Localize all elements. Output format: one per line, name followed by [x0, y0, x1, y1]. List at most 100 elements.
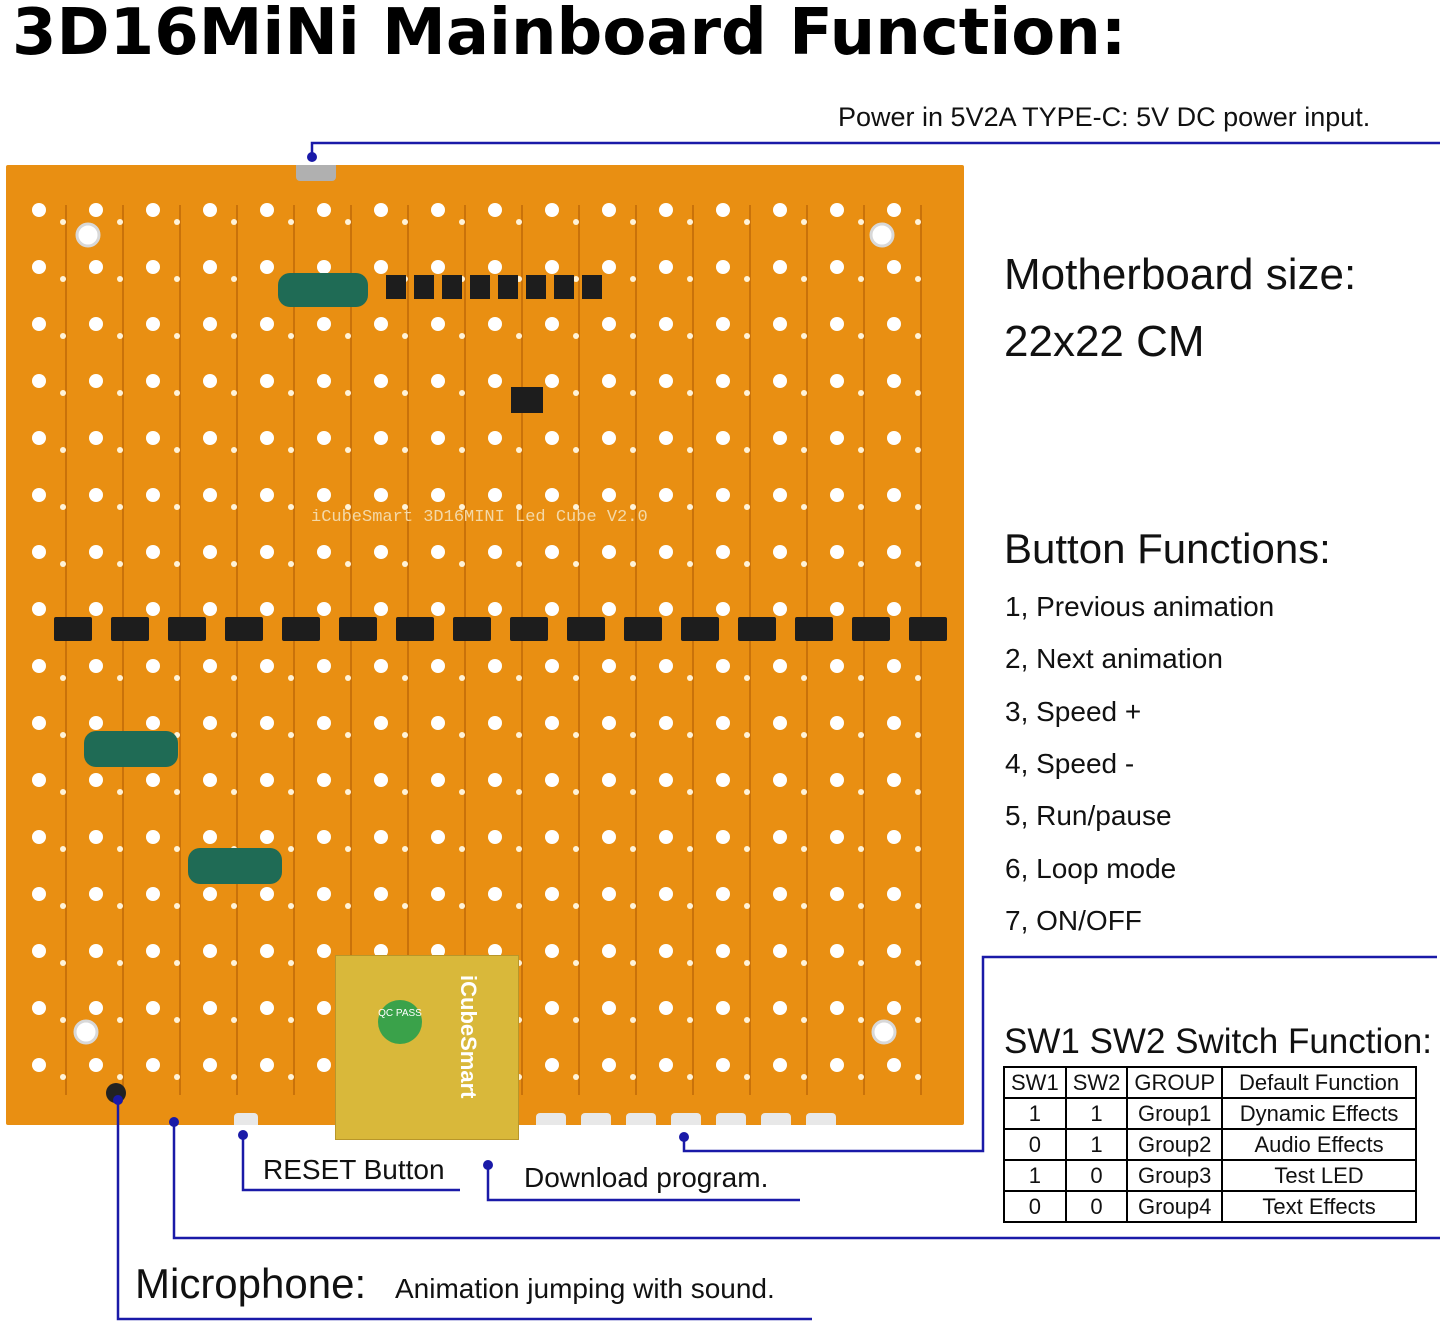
- pcb-via: [744, 675, 750, 681]
- pcb-hole: [317, 830, 331, 844]
- pcb-hole: [89, 260, 103, 274]
- pcb-hole: [488, 716, 502, 730]
- pcb-hole: [545, 1001, 559, 1015]
- pcb-hole: [260, 374, 274, 388]
- pcb-via: [459, 504, 465, 510]
- pcb-via: [117, 846, 123, 852]
- shift-chip: [526, 275, 546, 299]
- pcb-via: [516, 219, 522, 225]
- pcb-hole: [203, 374, 217, 388]
- pcb-via: [573, 1074, 579, 1080]
- pcb-hole: [317, 545, 331, 559]
- push-button: [626, 1113, 656, 1125]
- usb-c-connector: [296, 165, 336, 181]
- pcb-via: [402, 732, 408, 738]
- pcb-hole: [146, 830, 160, 844]
- table-cell: 0: [1003, 1128, 1067, 1161]
- pcb-via: [288, 675, 294, 681]
- pcb-via: [117, 561, 123, 567]
- button-function-item: 5, Run/pause: [1005, 800, 1172, 831]
- pcb-hole: [488, 545, 502, 559]
- pcb-via: [687, 732, 693, 738]
- pcb-hole: [260, 773, 274, 787]
- pcb-hole: [431, 830, 445, 844]
- pcb-via: [117, 1017, 123, 1023]
- pcb-hole: [89, 887, 103, 901]
- pcb-hole: [317, 431, 331, 445]
- pcb-via: [687, 789, 693, 795]
- pcb-hole: [32, 260, 46, 274]
- pcb-hole: [830, 317, 844, 331]
- pcb-via: [60, 732, 66, 738]
- pcb-hole: [374, 545, 388, 559]
- pcb-hole: [260, 488, 274, 502]
- pcb-via: [687, 390, 693, 396]
- pcb-hole: [146, 260, 160, 274]
- driver-chip: [510, 617, 548, 641]
- pcb-hole: [887, 488, 901, 502]
- pcb-hole: [203, 431, 217, 445]
- pcb-hole: [830, 773, 844, 787]
- pcb-via: [687, 846, 693, 852]
- pcb-via: [117, 960, 123, 966]
- driver-chip: [738, 617, 776, 641]
- pcb-hole: [260, 659, 274, 673]
- pcb-hole: [32, 431, 46, 445]
- pcb-hole: [545, 1058, 559, 1072]
- pcb-hole: [488, 830, 502, 844]
- pcb-via: [858, 903, 864, 909]
- button-function-item: 7, ON/OFF: [1005, 905, 1142, 936]
- mounting-hole: [75, 222, 101, 248]
- board-size-value: 22x22 CM: [1004, 317, 1205, 366]
- driver-chip: [54, 617, 92, 641]
- pcb-via: [687, 504, 693, 510]
- pcb-hole: [488, 944, 502, 958]
- microphone-label: Microphone:: [135, 1260, 367, 1307]
- switch-function-table: SW1 SW2 GROUP Default Function 1 1 Group…: [1003, 1066, 1418, 1223]
- table-cell: Audio Effects: [1221, 1128, 1418, 1161]
- pcb-hole: [887, 716, 901, 730]
- pcb-hole: [659, 203, 673, 217]
- pcb-hole: [773, 887, 787, 901]
- pcb-via: [60, 390, 66, 396]
- pcb-hole: [773, 944, 787, 958]
- pcb-hole: [773, 488, 787, 502]
- pcb-via: [744, 390, 750, 396]
- pcb-hole: [317, 260, 331, 274]
- pcb-hole: [716, 260, 730, 274]
- pcb-via: [630, 675, 636, 681]
- push-button: [806, 1113, 836, 1125]
- pcb-via: [402, 561, 408, 567]
- pcb-hole: [374, 488, 388, 502]
- pcb-via: [231, 1017, 237, 1023]
- pcb-hole: [602, 602, 616, 616]
- pcb-hole: [89, 203, 103, 217]
- pcb-via: [516, 447, 522, 453]
- pcb-via: [60, 561, 66, 567]
- pcb-via: [573, 504, 579, 510]
- pcb-hole: [32, 944, 46, 958]
- button-function-item: 2, Next animation: [1005, 643, 1223, 674]
- pcb-via: [801, 675, 807, 681]
- pcb-via: [459, 333, 465, 339]
- pcb-via: [231, 504, 237, 510]
- pcb-via: [174, 1074, 180, 1080]
- pcb-via: [117, 390, 123, 396]
- pcb-via: [801, 1074, 807, 1080]
- pcb-hole: [659, 659, 673, 673]
- pcb-hole: [89, 374, 103, 388]
- pcb-hole: [146, 887, 160, 901]
- pcb-hole: [317, 659, 331, 673]
- pcb-hole: [545, 659, 559, 673]
- pcb-via: [801, 903, 807, 909]
- table-cell: 1: [1064, 1097, 1129, 1130]
- pcb-via: [174, 561, 180, 567]
- pcb-via: [288, 219, 294, 225]
- button-function-item: 3, Speed +: [1005, 696, 1142, 727]
- button-function-item: 6, Loop mode: [1005, 853, 1177, 884]
- pcb-hole: [830, 431, 844, 445]
- pcb-via: [231, 789, 237, 795]
- pcb-via: [402, 333, 408, 339]
- pcb-via: [687, 561, 693, 567]
- pcb-via: [573, 789, 579, 795]
